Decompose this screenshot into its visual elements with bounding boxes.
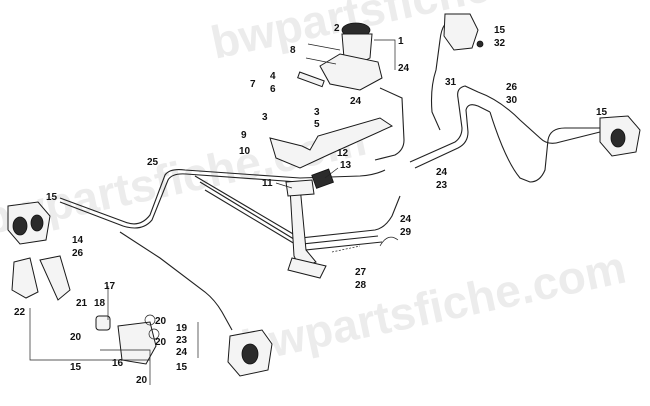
callout-18: 18	[94, 298, 106, 309]
callout-20: 20	[155, 337, 167, 348]
bolt-8-lower	[305, 57, 337, 65]
brake-line-front-right	[414, 104, 491, 169]
brake-line-25	[59, 169, 386, 225]
seal-20-b	[148, 328, 160, 340]
brake-line-25-parallel	[59, 173, 299, 229]
callout-30: 30	[506, 95, 518, 106]
leader-lines	[29, 39, 396, 385]
callout-20: 20	[136, 375, 148, 386]
callout-15: 15	[70, 362, 82, 373]
callout-15: 15	[176, 362, 188, 373]
callout-17: 17	[104, 281, 116, 292]
bracket-22	[11, 257, 39, 299]
leader-11	[275, 182, 293, 189]
bolt-8	[307, 43, 341, 51]
caliper-far-right-piston	[610, 128, 626, 148]
callout-15: 15	[46, 192, 58, 203]
callout-12: 12	[337, 148, 349, 159]
caliper-rear-piston	[241, 343, 259, 365]
callout-19: 19	[176, 323, 188, 334]
callout-29: 29	[400, 227, 412, 238]
callout-2: 2	[334, 23, 340, 34]
callout-21: 21	[76, 298, 88, 309]
callout-23: 23	[176, 335, 188, 346]
watermark: bwpartsfiche.com bwpartsfiche.com bwpart…	[0, 0, 630, 373]
callout-5: 5	[314, 119, 320, 130]
callout-10: 10	[239, 146, 251, 157]
callout-9: 9	[241, 130, 247, 141]
watermark-text-top: bwpartsfiche.com	[206, 0, 599, 69]
callout-20: 20	[155, 316, 167, 327]
callout-24: 24	[400, 214, 412, 225]
caliper-left-piston-b	[30, 214, 44, 232]
leader-15-left-group	[29, 308, 150, 361]
caliper-left	[7, 201, 51, 245]
caliper-front-right-bleeder	[476, 40, 484, 48]
caliper-front-right-body	[443, 13, 479, 51]
callout-31: 31	[445, 77, 457, 88]
brake-lines	[59, 17, 601, 331]
callout-26: 26	[72, 248, 84, 259]
callout-22: 22	[14, 307, 26, 318]
master-cylinder-pushrod	[297, 71, 325, 88]
callout-7: 7	[250, 79, 256, 90]
caliper-exploded-housing	[117, 321, 157, 365]
brake-line-front-left-30	[409, 85, 601, 163]
callout-24: 24	[176, 347, 188, 358]
callout-11: 11	[262, 178, 273, 189]
pedal-arm	[289, 185, 317, 269]
brake-pedal	[269, 117, 399, 279]
callout-1: 1	[398, 36, 404, 47]
caliper-piston-18	[95, 315, 111, 331]
spring-13	[311, 168, 334, 189]
leader-13	[324, 167, 339, 179]
callout-4: 4	[270, 71, 276, 82]
brake-line-to-rear-caliper	[119, 231, 233, 331]
brake-line-right-loop	[489, 111, 600, 183]
callout-24: 24	[350, 96, 362, 107]
callout-28: 28	[355, 280, 367, 291]
callout-3: 3	[262, 112, 268, 123]
caliper-front-right	[443, 13, 484, 51]
brake-line-master-to-junction	[374, 87, 405, 161]
caliper-rear	[11, 255, 273, 377]
caliper-left-piston-a	[12, 216, 28, 236]
pedal-pivot-11	[285, 179, 315, 197]
leader-1	[374, 39, 396, 70]
callout-14: 14	[72, 235, 84, 246]
caliper-far-right	[599, 115, 641, 157]
master-cylinder-body	[319, 53, 383, 91]
seal-20-a	[144, 314, 156, 326]
callout-24: 24	[436, 167, 448, 178]
callout-16: 16	[112, 358, 124, 369]
master-cylinder	[297, 22, 383, 91]
pedal-bracket-12	[269, 117, 394, 169]
return-spring-27	[331, 245, 361, 253]
callout-3: 3	[314, 107, 320, 118]
pedal-pad	[287, 257, 327, 279]
callouts: 1 2 3 3 4 5 6 7 8 9 10 11 12 13 14 15 15…	[14, 23, 608, 386]
callout-8: 8	[290, 45, 296, 56]
callout-20: 20	[70, 332, 82, 343]
callout-6: 6	[270, 84, 276, 95]
callout-23: 23	[436, 180, 448, 191]
callout-15: 15	[596, 107, 608, 118]
brake-line-center-long-a	[194, 175, 401, 239]
bracket-21	[39, 255, 71, 301]
callout-25: 25	[147, 157, 159, 168]
callout-32: 32	[494, 38, 506, 49]
clip-29	[379, 236, 399, 247]
callout-27: 27	[355, 267, 367, 278]
callout-13: 13	[340, 160, 352, 171]
callout-15: 15	[494, 25, 506, 36]
leader-16-group	[100, 349, 151, 385]
callout-24: 24	[398, 63, 410, 74]
callout-26: 26	[506, 82, 518, 93]
